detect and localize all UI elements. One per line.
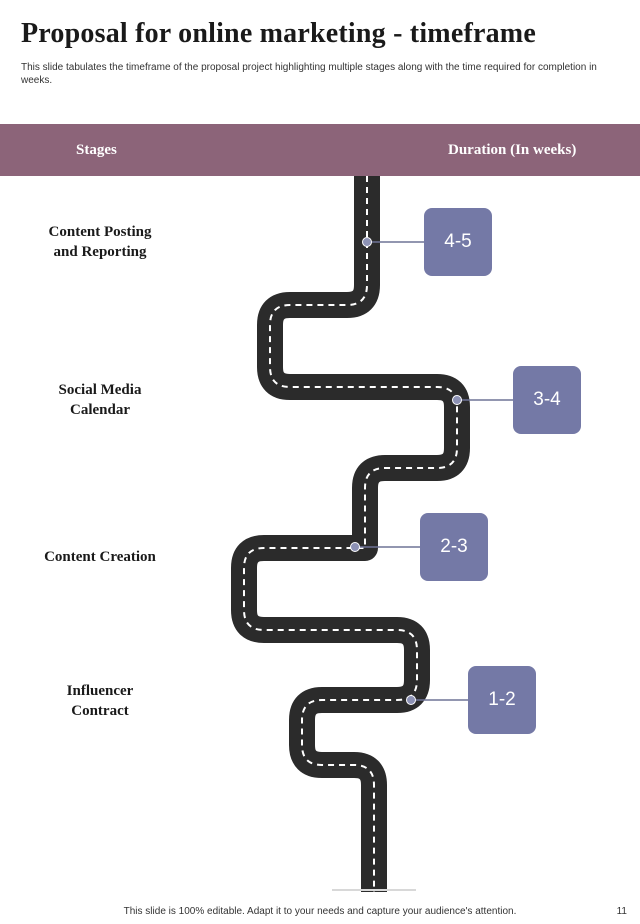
stage-label-social-media: Social Media Calendar: [58, 382, 142, 418]
page-number: 11: [616, 906, 627, 917]
footer-note: This slide is 100% editable. Adapt it to…: [123, 906, 517, 917]
page-subtitle: This slide tabulates the timeframe of th…: [21, 62, 597, 86]
duration-box-content-posting: 4-5: [424, 208, 492, 276]
connector-dot-1: [362, 237, 372, 247]
header-stages: Stages: [76, 142, 117, 158]
duration-box-influencer: 1-2: [468, 666, 536, 734]
connector-dot-4: [406, 695, 416, 705]
duration-box-social-media: 3-4: [513, 366, 581, 434]
table-header-band: Stages Duration (In weeks): [0, 124, 640, 176]
header-duration: Duration (In weeks): [448, 142, 577, 158]
stage-label-content-posting: Content Posting and Reporting: [48, 224, 152, 260]
stage-label-content-creation: Content Creation: [44, 549, 156, 565]
page-title: Proposal for online marketing - timefram…: [21, 18, 536, 49]
stage-label-influencer: Influencer Contract: [66, 683, 134, 719]
connector-dot-2: [452, 395, 462, 405]
connector-dot-3: [350, 542, 360, 552]
duration-box-content-creation: 2-3: [420, 513, 488, 581]
road-center-dashes: [243, 176, 458, 892]
